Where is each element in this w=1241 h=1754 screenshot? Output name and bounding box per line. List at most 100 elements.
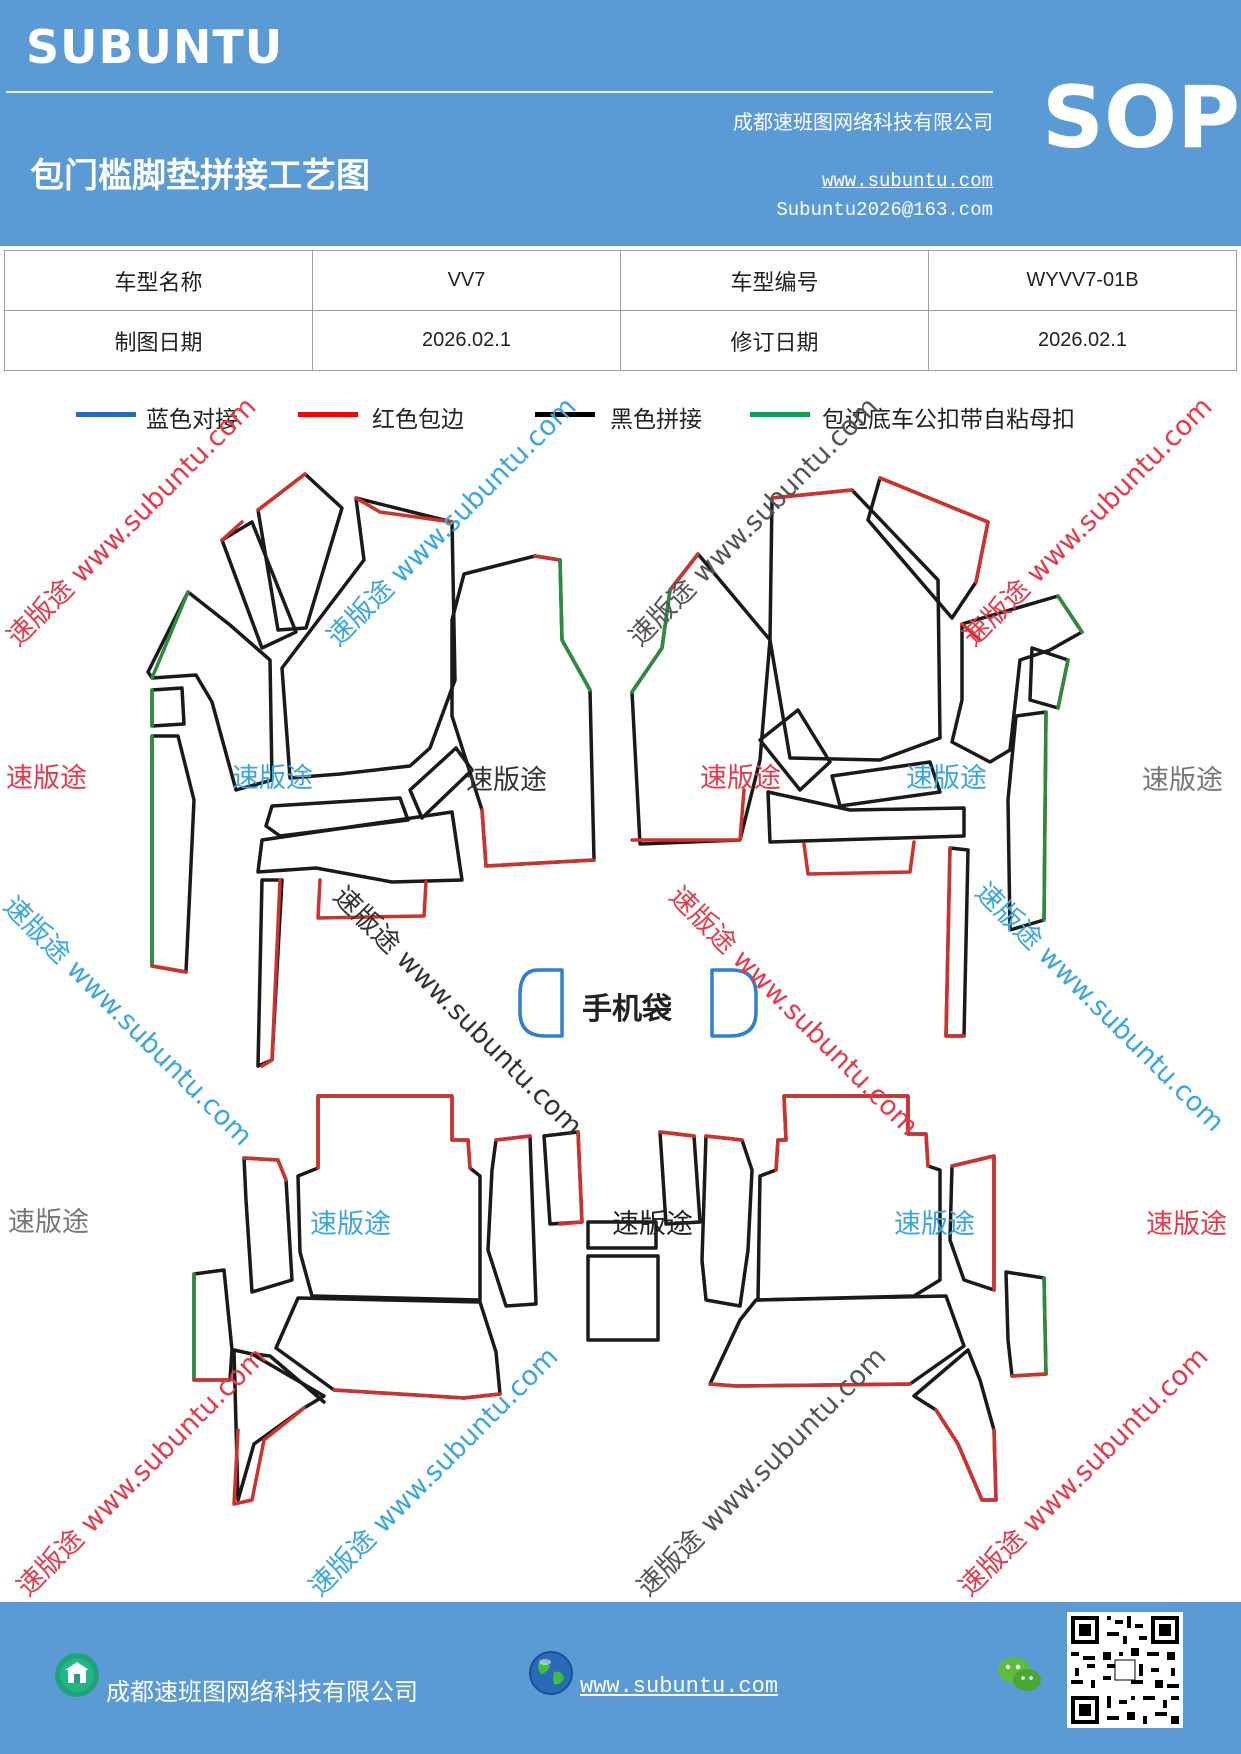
mat-piece — [1056, 658, 1070, 710]
piece-label: 速版途 — [1142, 765, 1223, 796]
mat-piece — [242, 1156, 288, 1182]
table-value: VV7 — [312, 250, 621, 311]
table-row: 车型名称 VV7 车型编号 WYVV7-01B — [4, 250, 1237, 311]
footer-banner: 成都速班图网络科技有限公司 www.subuntu.com — [0, 1602, 1241, 1754]
mat-piece — [220, 520, 298, 650]
table-label: 车型名称 — [4, 250, 313, 311]
brand-logo: SUBUNTU — [26, 20, 284, 74]
mat-piece — [1042, 1276, 1048, 1376]
piece-label: 速版途 — [1146, 1209, 1227, 1240]
company-icon — [55, 1653, 99, 1697]
mat-piece — [708, 1382, 912, 1388]
wechat-icon — [998, 1657, 1041, 1691]
header-banner: SUBUNTU 成都速班图网络科技有限公司 包门槛脚垫拼接工艺图 www.sub… — [0, 0, 1241, 246]
mat-piece — [232, 1348, 326, 1502]
piece-label: 速版途 — [6, 763, 87, 794]
mat-piece — [668, 552, 700, 592]
qr-code-pattern — [1067, 1612, 1183, 1728]
mat-piece — [232, 1406, 306, 1506]
header-website-link[interactable]: www.subuntu.com — [821, 170, 993, 192]
footer-website-link[interactable]: www.subuntu.com — [580, 1674, 779, 1699]
mat-piece — [586, 1220, 658, 1250]
header-email: Subuntu2026@163.com — [776, 199, 993, 221]
mat-piece — [768, 488, 942, 762]
mat-piece — [150, 964, 188, 974]
mat-group-front-right — [630, 476, 1084, 1038]
legend-swatch-red — [298, 412, 358, 417]
table-row: 制图日期 2026.02.1 修订日期 2026.02.1 — [4, 310, 1237, 371]
legend-label: 蓝色对接 — [146, 407, 238, 433]
mat-piece — [150, 734, 196, 974]
phone-bag-label: 手机袋 — [582, 992, 672, 1027]
mat-piece — [802, 840, 916, 876]
mat-piece — [558, 558, 592, 692]
mat-piece — [450, 554, 596, 868]
mat-piece — [704, 1134, 744, 1142]
mat-piece — [770, 488, 854, 500]
mat-group-center — [586, 1220, 660, 1342]
mat-piece — [830, 760, 942, 808]
phone-bag-group — [518, 968, 758, 1038]
phone-bag-left — [518, 968, 564, 1038]
legend-swatch-blue — [76, 412, 136, 417]
table-label: 修订日期 — [620, 310, 929, 371]
table-label: 车型编号 — [620, 250, 929, 311]
piece-label: 速版途 — [232, 763, 313, 794]
piece-label: 速版途 — [466, 765, 547, 796]
legend-swatch-black — [535, 412, 595, 417]
document-title: 包门槛脚垫拼接工艺图 — [30, 156, 370, 196]
mat-piece — [260, 878, 282, 1068]
mat-piece — [146, 590, 274, 792]
mat-piece — [950, 1154, 996, 1292]
table-value: WYVV7-01B — [928, 250, 1237, 311]
mat-group-rear-left — [192, 1094, 584, 1506]
mat-piece — [1028, 646, 1070, 710]
globe-icon — [529, 1651, 573, 1695]
mat-piece — [486, 1134, 538, 1308]
mat-piece — [700, 1134, 754, 1308]
sop-badge: SOP — [1042, 68, 1241, 168]
mat-piece — [1006, 710, 1048, 932]
mat-piece — [150, 686, 186, 728]
mat-group-front-left — [146, 472, 596, 1068]
mat-piece — [1004, 1270, 1048, 1378]
mat-piece — [408, 746, 474, 820]
piece-label: 速版途 — [310, 1209, 391, 1240]
mat-piece — [542, 1130, 584, 1226]
mat-piece — [480, 808, 596, 868]
mat-piece — [316, 878, 428, 920]
mat-piece — [256, 810, 464, 884]
header-divider — [6, 91, 993, 93]
phone-bag-right — [710, 968, 758, 1038]
mat-piece — [332, 1388, 502, 1400]
legend-label: 红色包边 — [372, 407, 464, 433]
mat-piece — [878, 476, 990, 584]
piece-label: 速版途 — [612, 1209, 693, 1240]
qr-code — [1067, 1612, 1183, 1728]
mat-piece — [630, 788, 746, 842]
mat-piece — [758, 708, 832, 792]
piece-label: 速版途 — [894, 1209, 975, 1240]
mat-piece — [150, 590, 190, 680]
mat-piece — [494, 1134, 532, 1142]
header-company: 成都速班图网络科技有限公司 — [733, 110, 993, 134]
table-label: 制图日期 — [4, 310, 313, 371]
piece-label: 速版途 — [906, 763, 987, 794]
mat-piece — [774, 1094, 930, 1172]
piece-label: 速版途 — [700, 763, 781, 794]
mat-group-rear-right — [658, 1094, 1048, 1502]
color-legend: 蓝色对接 红色包边 黑色拼接 包边底车公扣带自粘母扣 — [0, 400, 1241, 440]
mat-piece — [944, 846, 966, 1038]
mat-piece — [766, 790, 966, 844]
mat-piece — [1010, 1372, 1048, 1378]
table-value: 2026.02.1 — [312, 310, 621, 371]
mat-piece — [1056, 594, 1084, 634]
mat-piece — [934, 1408, 998, 1502]
mat-piece — [558, 1130, 584, 1226]
mat-piece — [220, 520, 244, 542]
mat-piece — [630, 588, 672, 694]
mat-piece — [274, 1296, 502, 1400]
mat-piece — [1042, 710, 1048, 922]
legend-label: 黑色拼接 — [610, 407, 702, 433]
